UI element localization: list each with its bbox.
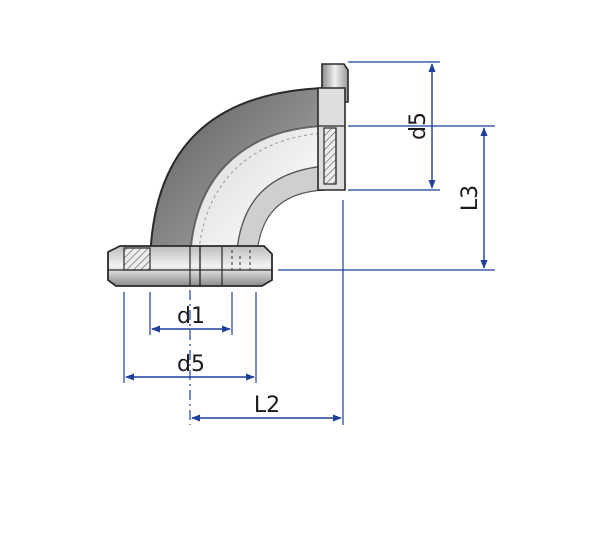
label-L3: L3 — [458, 185, 483, 211]
label-d5-bottom: d5 — [177, 352, 205, 377]
bottom-flange — [107, 245, 273, 287]
elbow-body — [148, 86, 326, 271]
label-d1: d1 — [177, 304, 205, 329]
dimension-lines — [125, 63, 488, 422]
label-L2: L2 — [254, 393, 280, 418]
top-flange-thread — [323, 127, 337, 185]
top-flange — [317, 63, 349, 191]
dimension-labels: d5 L3 d1 d5 L2 — [177, 112, 483, 418]
bottom-flange-hatch — [123, 247, 151, 271]
extension-lines — [123, 61, 495, 425]
label-d5-top: d5 — [406, 112, 431, 140]
elbow-inner-edge — [197, 132, 326, 271]
